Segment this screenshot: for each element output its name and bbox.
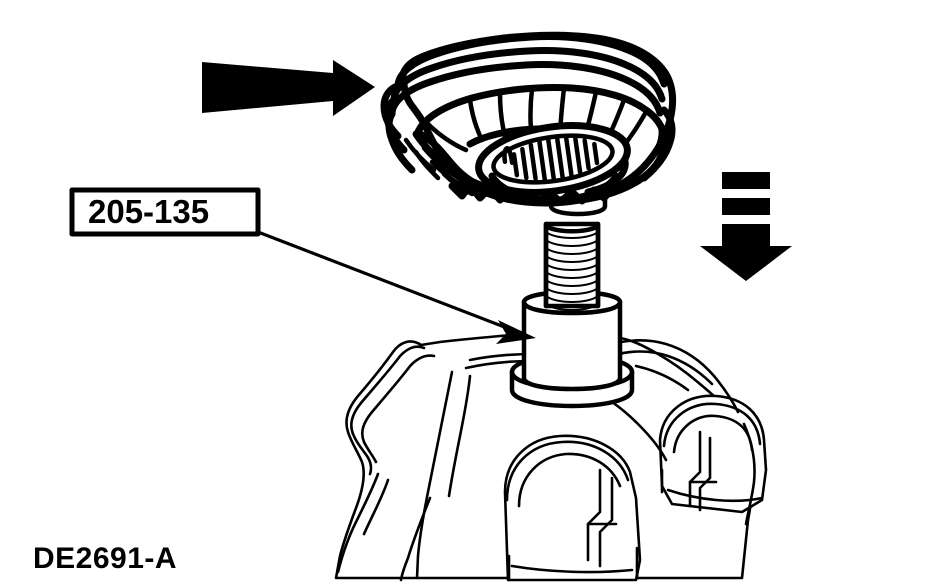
tool-thread-turns <box>545 231 599 311</box>
saddle-left-arch-inner <box>517 452 622 508</box>
arrow-right-bar-2 <box>722 198 770 215</box>
callout-leader-line <box>256 230 514 332</box>
housing-left-rim-inner <box>360 354 436 444</box>
housing-surface-line-b <box>362 478 390 536</box>
gear-lower-teeth <box>412 121 488 197</box>
saddle-left-step-vertical-1 <box>586 468 602 562</box>
callout-arrowhead <box>496 320 536 344</box>
tool-body-top-ellipse <box>521 299 623 316</box>
gear-rim-band-1 <box>394 33 668 90</box>
saddle-left-arch-outer <box>505 440 630 502</box>
housing-front-rib-left <box>415 370 454 580</box>
saddle-right-body <box>658 394 768 514</box>
special-tool-205-135 <box>509 175 635 409</box>
housing-front-rib-right <box>447 374 472 498</box>
gear-rim-right-wrap-2 <box>653 115 663 149</box>
housing-right-shoulder <box>602 339 740 414</box>
housing-right-edge-down <box>742 422 756 526</box>
saddle-left-bottom-edge <box>510 564 634 574</box>
gear-back-detail-2 <box>413 149 441 181</box>
saddle-right-bottom-edge <box>666 488 764 503</box>
special-tool-callout: 205-135 <box>69 187 536 344</box>
gear-rim-band-3 <box>388 61 664 118</box>
housing-rear-ridge <box>634 364 690 392</box>
differential-side-gear <box>380 31 677 207</box>
gear-rim-band-2 <box>390 47 666 104</box>
housing-left-rim <box>349 345 426 436</box>
gear-rim-right-wrap <box>640 106 676 182</box>
housing-surface-line-a <box>336 472 380 574</box>
saddle-right-arch-outer <box>662 402 762 448</box>
gear-hub-spline-hatching <box>502 135 600 182</box>
housing-surface-line-c <box>399 496 432 582</box>
gear-hub-seat-ring <box>488 172 620 204</box>
arrow-right-bar-1 <box>722 172 770 189</box>
differential-housing <box>334 332 768 582</box>
housing-left-lip-curl <box>351 432 373 476</box>
arrow-left-shape <box>202 60 375 116</box>
bearing-cap-saddle-right <box>658 394 768 514</box>
press-direction-arrow-right <box>700 172 792 281</box>
callout-part-number: 205-135 <box>88 193 209 230</box>
arrow-right-head <box>700 224 792 281</box>
install-direction-arrow-left <box>202 60 375 116</box>
saddle-left-body <box>503 434 642 582</box>
saddle-left-step-vertical-2 <box>598 476 614 568</box>
tool-shaft-top-ellipse <box>543 223 601 234</box>
bearing-cap-saddle-left <box>503 434 642 582</box>
figure-id: DE2691-A <box>33 542 177 575</box>
housing-left-lip-curl-inner <box>362 440 378 464</box>
gear-rim-left-curl-3 <box>385 110 416 174</box>
housing-right-shoulder-inner <box>610 350 714 386</box>
callout-box <box>69 187 261 237</box>
saddle-right-step-vertical-1 <box>688 430 702 508</box>
